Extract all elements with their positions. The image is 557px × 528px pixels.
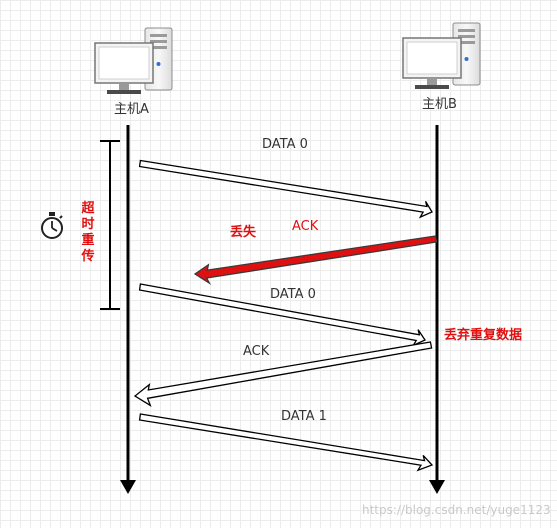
discard-duplicate-annotation: 丢弃重复数据 xyxy=(444,328,523,343)
stopwatch-icon xyxy=(41,212,63,239)
data1-label: DATA 1 xyxy=(281,409,327,424)
timeout-retransmit-annotation: 超时重传 xyxy=(81,201,95,264)
data0-first-label: DATA 0 xyxy=(262,137,308,152)
ack-second-arrow xyxy=(133,341,433,407)
host-a-label: 主机A xyxy=(114,102,149,117)
computer-icon xyxy=(402,22,481,89)
data1-arrow xyxy=(138,413,434,472)
ack-lost-label: ACK xyxy=(292,219,319,234)
timeline-host-b xyxy=(429,125,445,494)
data0-retx-arrow xyxy=(138,283,426,347)
timeline-host-a xyxy=(120,125,136,494)
data0-first-arrow xyxy=(138,159,433,219)
timeout-bracket xyxy=(100,140,120,310)
watermark: https://blog.csdn.net/yuge1123 xyxy=(362,503,551,517)
lost-annotation: 丢失 xyxy=(230,225,257,240)
computer-icon xyxy=(94,27,173,94)
ack-lost-arrow xyxy=(193,235,438,285)
ack-second-label: ACK xyxy=(243,344,270,359)
host-b-label: 主机B xyxy=(422,97,457,112)
data0-retx-label: DATA 0 xyxy=(270,287,316,302)
